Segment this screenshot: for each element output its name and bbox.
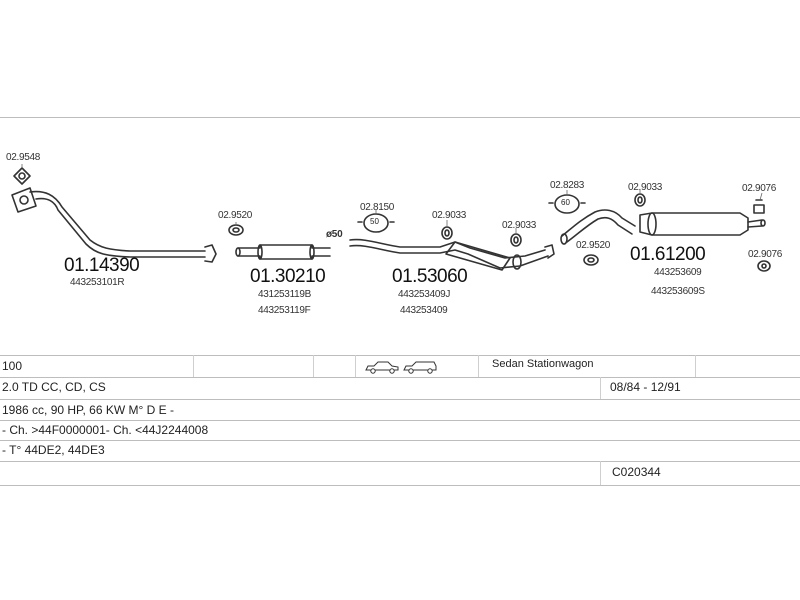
catalog-code: C020344 bbox=[612, 465, 661, 479]
part-ref-rear-muffler-2: 443253609S bbox=[651, 286, 705, 297]
part-02-9520-a: 02.9520 bbox=[218, 210, 253, 221]
part-02-8283: 02.8283 bbox=[550, 180, 585, 191]
chassis-range: - Ch. >44F0000001- Ch. <44J2244008 bbox=[2, 423, 209, 437]
hanger-9076-a-drawing bbox=[753, 199, 765, 214]
table-line-4 bbox=[0, 420, 800, 421]
rear-muffler-drawing bbox=[560, 209, 766, 245]
stationwagon-car-icon bbox=[403, 361, 437, 374]
part-02-8150: 02.8150 bbox=[360, 202, 395, 213]
table-divider bbox=[478, 355, 479, 377]
table-line-5 bbox=[0, 440, 800, 441]
table-line-2 bbox=[0, 377, 800, 378]
clamp-60-label: 60 bbox=[561, 198, 570, 207]
ring-9033-b-drawing bbox=[510, 233, 522, 247]
part-ref-front-pipe: 443253101R bbox=[70, 277, 125, 288]
body-type-icons bbox=[364, 359, 442, 375]
table-divider bbox=[600, 461, 601, 485]
ring-9520-b-drawing bbox=[583, 254, 599, 266]
part-02-9076-b: 02.9076 bbox=[748, 249, 783, 260]
clamp-50-label: 50 bbox=[370, 217, 379, 226]
diameter-label: ø50 bbox=[326, 229, 343, 240]
part-02-9033-c: 02.9033 bbox=[628, 182, 663, 193]
part-code-front-muffler: 01.30210 bbox=[250, 266, 326, 287]
part-ref-front-muffler-2: 443253119F bbox=[258, 305, 311, 316]
front-pipe-drawing bbox=[11, 187, 217, 263]
part-code-front-pipe: 01.14390 bbox=[64, 255, 140, 276]
production-years: 08/84 - 12/91 bbox=[610, 380, 681, 394]
body-types: Sedan Stationwagon bbox=[492, 358, 594, 370]
engine-specs: 1986 cc, 90 HP, 66 KW M° D E - bbox=[2, 403, 174, 417]
table-divider bbox=[193, 355, 194, 377]
part-02-9520-b: 02.9520 bbox=[576, 240, 611, 251]
engine-codes: - T° 44DE2, 44DE3 bbox=[2, 443, 105, 457]
part-code-center-muffler: 01.53060 bbox=[392, 266, 468, 287]
engine-variant: 2.0 TD CC, CD, CS bbox=[2, 380, 106, 394]
sedan-car-icon bbox=[365, 361, 399, 374]
ring-9520-drawing bbox=[228, 224, 244, 236]
table-line-7 bbox=[0, 485, 800, 486]
part-02-9076-a: 02.9076 bbox=[742, 183, 777, 194]
hanger-9076-b-drawing bbox=[757, 260, 771, 272]
top-border bbox=[0, 117, 800, 118]
part-ref-center-muffler-2: 443253409 bbox=[400, 305, 448, 316]
model-name: 100 bbox=[2, 359, 23, 373]
ring-9033-a-drawing bbox=[441, 226, 453, 240]
part-ref-center-muffler-1: 443253409J bbox=[398, 289, 451, 300]
part-02-9033-a: 02.9033 bbox=[432, 210, 467, 221]
part-ref-rear-muffler-1: 443253609 bbox=[654, 267, 702, 278]
part-code-rear-muffler: 01.61200 bbox=[630, 244, 706, 265]
table-divider bbox=[695, 355, 696, 377]
table-line-3 bbox=[0, 399, 800, 400]
table-divider bbox=[355, 355, 356, 377]
part-02-9548: 02.9548 bbox=[6, 152, 41, 163]
part-ref-front-muffler-1: 431253119B bbox=[258, 289, 311, 300]
gasket-9548-drawing bbox=[13, 167, 31, 185]
front-muffler-drawing bbox=[235, 244, 331, 260]
ring-9033-c-drawing bbox=[634, 193, 646, 207]
part-02-9033-b: 02.9033 bbox=[502, 220, 537, 231]
table-line-6 bbox=[0, 461, 800, 462]
table-divider bbox=[600, 377, 601, 399]
table-divider bbox=[313, 355, 314, 377]
center-muffler-drawing bbox=[349, 238, 555, 271]
table-line-1 bbox=[0, 355, 800, 356]
